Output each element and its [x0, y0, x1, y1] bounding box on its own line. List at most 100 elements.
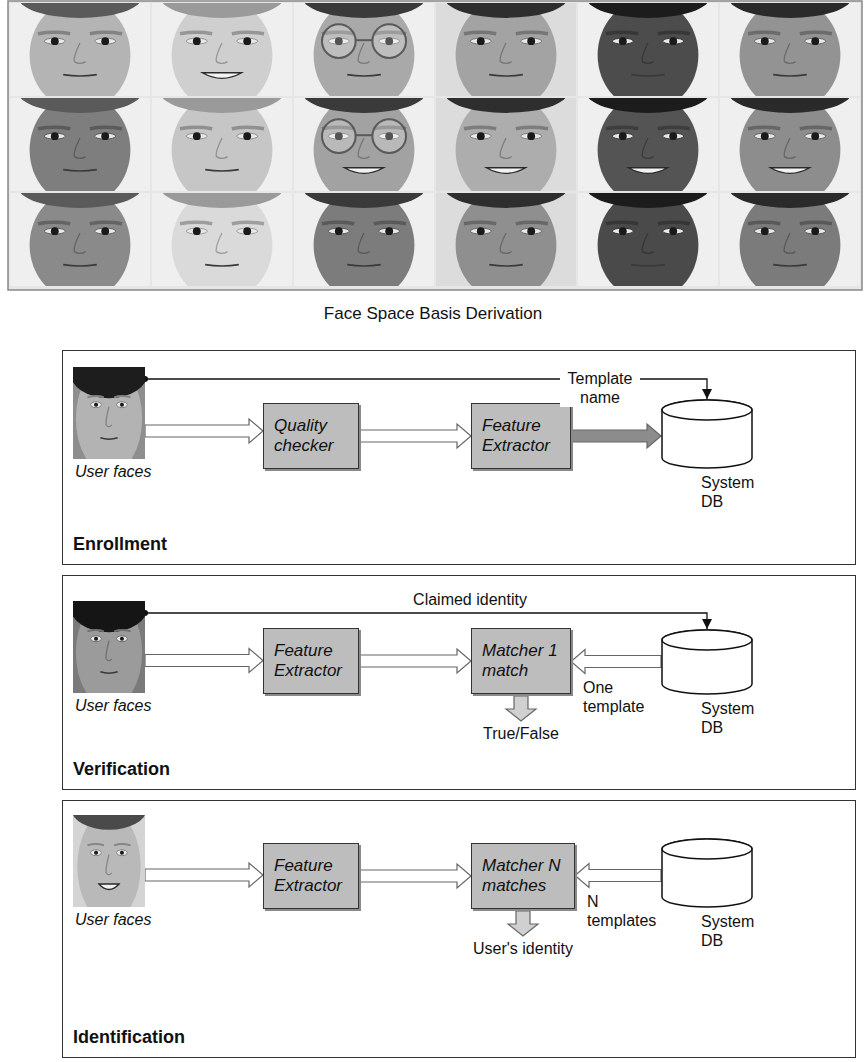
- mouth: [773, 75, 807, 76]
- nose: [500, 233, 511, 253]
- eyebrow: [90, 32, 122, 33]
- eye-pupil: [193, 227, 201, 235]
- eye-pupil: [761, 37, 769, 45]
- photo-picture: [73, 367, 145, 459]
- edge-label: Template name: [560, 369, 640, 407]
- connector: [575, 864, 661, 888]
- photo-caption: User faces: [75, 462, 147, 481]
- eye-pupil: [101, 227, 109, 235]
- nose: [784, 138, 795, 158]
- eye-pupil: [335, 227, 343, 235]
- nose: [358, 43, 369, 63]
- nose: [106, 407, 112, 427]
- hair: [586, 98, 709, 113]
- face-photo: [294, 0, 434, 111]
- process-label: Matcher 1 match: [482, 641, 560, 682]
- eye-pupil: [193, 132, 201, 140]
- nose: [358, 233, 369, 253]
- eye-pupil: [669, 227, 677, 235]
- eyebrow: [464, 32, 496, 33]
- hair: [160, 193, 283, 208]
- eye-pupil: [120, 403, 124, 407]
- eye-white: [237, 38, 258, 44]
- mouth: [63, 170, 97, 171]
- eyebrow: [748, 32, 780, 33]
- nose: [74, 43, 85, 63]
- eyebrow: [464, 127, 496, 128]
- mouth: [489, 265, 523, 266]
- database-cylinder: System DB: [661, 399, 753, 469]
- stage-panel: EnrollmentUser facesQuality checkerFeatu…: [62, 350, 856, 565]
- eye-white: [663, 228, 684, 234]
- photo-caption: User faces: [75, 910, 147, 929]
- connector: [145, 863, 263, 887]
- output-label: User's identity: [473, 939, 573, 958]
- eye-white: [117, 850, 128, 856]
- eyebrow: [322, 222, 354, 223]
- database-cylinder: System DB: [661, 629, 753, 695]
- photo-caption: User faces: [75, 696, 147, 715]
- eye-pupil: [527, 227, 535, 235]
- hair: [18, 98, 141, 113]
- eye-pupil: [669, 132, 677, 140]
- eye-pupil: [101, 132, 109, 140]
- panel-title: Identification: [73, 1027, 855, 1049]
- face-photo: [10, 0, 150, 111]
- eye-white: [470, 228, 491, 234]
- eyebrow: [114, 630, 131, 631]
- eye-pupil: [477, 132, 485, 140]
- cylinder-top: [662, 400, 752, 420]
- nose: [216, 43, 227, 63]
- process-box: Feature Extractor: [263, 843, 359, 909]
- face-picture: [152, 193, 292, 286]
- nose: [642, 138, 653, 158]
- eye-pupil: [94, 637, 98, 641]
- hair: [444, 193, 567, 208]
- hair: [586, 3, 709, 18]
- eye-white: [379, 228, 400, 234]
- face-picture: [10, 98, 150, 191]
- eye-pupil: [243, 132, 251, 140]
- connector: [571, 424, 661, 448]
- mouth: [205, 265, 239, 266]
- hollow-block-arrow: [145, 649, 263, 673]
- face-photo: [152, 72, 292, 206]
- edge-label: N templates: [585, 892, 661, 930]
- cylinder-body: [662, 839, 752, 907]
- eye-white: [521, 38, 542, 44]
- hollow-block-arrow: [359, 424, 471, 448]
- eyebrow: [38, 222, 70, 223]
- nose: [74, 138, 85, 158]
- eye-white: [470, 133, 491, 139]
- hollow-block-arrow: [571, 650, 661, 674]
- face-picture: [720, 193, 860, 286]
- mouth: [773, 265, 807, 266]
- hair: [728, 3, 851, 18]
- glasses-bridge: [356, 134, 373, 136]
- user-photo: User faces: [73, 367, 145, 459]
- photo-picture: [73, 815, 145, 907]
- edge-label: Claimed identity: [411, 590, 529, 609]
- face-photo: [10, 72, 150, 206]
- eyebrow: [464, 222, 496, 223]
- eye-white: [612, 228, 633, 234]
- mouth: [631, 265, 665, 266]
- eye-white: [754, 38, 775, 44]
- face-photo: [578, 72, 718, 206]
- face-picture: [73, 367, 145, 459]
- eye-white: [805, 133, 826, 139]
- mouth: [99, 884, 119, 890]
- nose: [642, 233, 653, 253]
- eye-pupil: [811, 37, 819, 45]
- connector: [571, 650, 661, 674]
- eyebrow: [374, 222, 406, 223]
- mouth: [63, 75, 97, 76]
- face-grid: [8, 0, 862, 301]
- eye-white: [117, 402, 128, 408]
- eyebrow: [658, 222, 690, 223]
- eye-pupil: [243, 227, 251, 235]
- connector: [142, 610, 707, 629]
- face-photo: [720, 167, 860, 301]
- eye-white: [95, 228, 116, 234]
